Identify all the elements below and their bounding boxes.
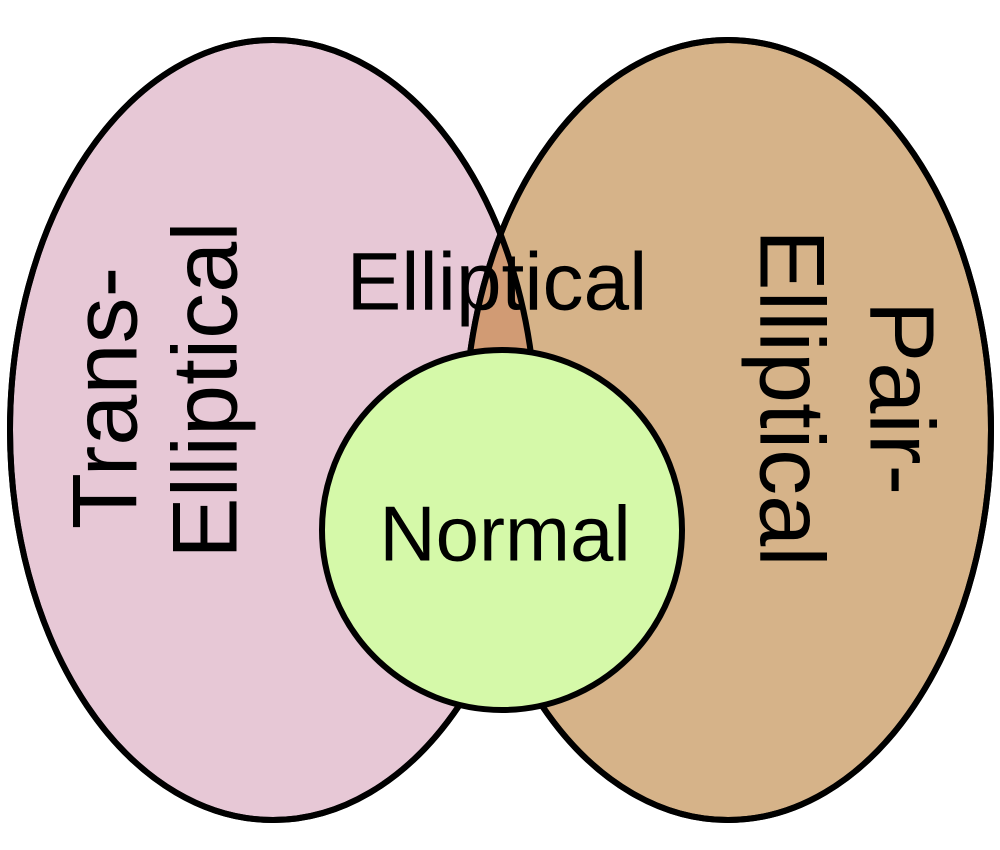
trans-elliptical-label-line1: Trans- [54, 267, 156, 529]
trans-elliptical-label-line2: Elliptical [154, 221, 256, 558]
pair-elliptical-label-line2: Elliptical [741, 229, 843, 566]
normal-label: Normal [379, 490, 630, 578]
pair-elliptical-label-line1: Pair- [851, 301, 953, 495]
normal-region [319, 347, 685, 713]
elliptical-label: Elliptical [347, 237, 648, 328]
